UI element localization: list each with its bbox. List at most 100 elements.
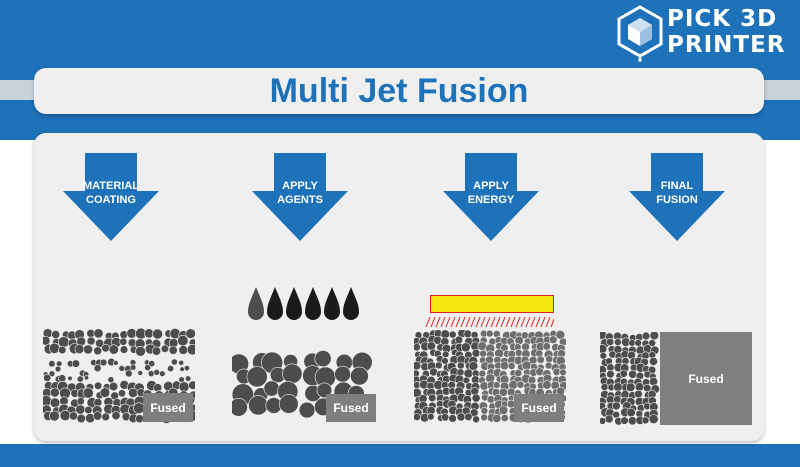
heat-ray (425, 316, 431, 328)
powder-particle (248, 395, 269, 416)
fused-region: Fused (326, 394, 376, 422)
powder-particle (49, 410, 60, 422)
powder-particle (179, 366, 185, 372)
powder-particle (84, 405, 93, 415)
heat-ray (535, 316, 541, 328)
powder-particle (619, 369, 628, 378)
powder-bed (600, 332, 660, 425)
header-band (0, 0, 800, 80)
powder-particle (648, 414, 659, 424)
powder-particle (536, 355, 545, 364)
powder-particle (83, 344, 93, 355)
powder-particle (542, 342, 551, 351)
powder-particle (232, 398, 248, 417)
powder-particle (58, 345, 67, 355)
powder-particle (634, 382, 645, 392)
powder-particle (628, 339, 636, 347)
powder-particle (463, 330, 472, 339)
powder-particle (448, 414, 457, 423)
powder-particle (93, 364, 102, 373)
powder-particle (178, 345, 189, 355)
powder-particle (135, 345, 146, 357)
powder-particle (648, 339, 657, 347)
fused-region: Fused (660, 332, 752, 425)
brand-logo: PICK 3D PRINTER (615, 4, 795, 62)
powder-particle (118, 365, 126, 372)
powder-particle (627, 416, 637, 425)
step-label: APPLY ENERGY (467, 180, 515, 206)
powder-particle (606, 338, 615, 347)
drop-icon (286, 287, 302, 320)
powder-particle (147, 370, 155, 377)
heat-ray (470, 316, 476, 328)
powder-particle (477, 341, 487, 351)
powder-particle (480, 407, 489, 415)
powder-particle (168, 345, 178, 355)
powder-particle (111, 411, 121, 421)
heat-ray (430, 316, 436, 328)
powder-particle (414, 413, 421, 421)
powder-particle (427, 412, 435, 421)
powder-particle (99, 387, 111, 398)
powder-particle (137, 370, 143, 376)
heat-rays (425, 316, 554, 328)
step-label: APPLY AGENTS (277, 180, 323, 206)
heat-ray (450, 316, 456, 328)
powder-particle (82, 387, 94, 399)
powder-particle (125, 369, 133, 378)
powder-particle (119, 337, 128, 346)
powder-particle (559, 368, 566, 377)
powder-particle (350, 366, 369, 386)
stage-apply-energy: Fused (414, 290, 566, 425)
powder-particle (625, 382, 636, 392)
powder-particle (86, 336, 96, 346)
step-label: MATERIAL COATING (82, 180, 139, 206)
powder-particle (48, 370, 56, 378)
powder-particle (314, 350, 332, 368)
powder-particle (549, 335, 558, 344)
powder-particle (48, 360, 56, 368)
powder-particle (498, 405, 509, 415)
heat-ray (495, 316, 501, 328)
powder-particle (113, 360, 119, 366)
powder-particle (414, 343, 421, 352)
heat-ray (550, 318, 554, 328)
powder-particle (188, 380, 195, 390)
powder-particle (521, 360, 532, 371)
powder-particle (159, 370, 166, 377)
step-label: FINAL FUSION (656, 180, 698, 206)
powder-particle (500, 361, 510, 371)
powder-particle (316, 382, 333, 398)
powder-particle (128, 387, 139, 398)
powder-particle (177, 335, 189, 347)
powder-particle (67, 375, 73, 382)
heat-ray (505, 316, 511, 328)
powder-particle (75, 404, 86, 415)
powder-particle (472, 415, 480, 424)
powder-particle (628, 369, 637, 379)
powder-particle (278, 394, 299, 414)
powder-particle (151, 346, 161, 356)
powder-particle (479, 349, 487, 358)
powder-particle (611, 401, 621, 411)
powder-particle (108, 381, 119, 392)
powder-particle (76, 375, 84, 383)
powder-particle (613, 338, 622, 346)
powder-particle (454, 335, 464, 345)
powder-particle (101, 344, 110, 353)
powder-particle (620, 416, 629, 425)
powder-particle (92, 411, 103, 421)
fused-region: Fused (143, 393, 193, 422)
powder-particle (606, 369, 615, 379)
powder-particle (649, 332, 659, 341)
powder-particle (456, 412, 466, 422)
powder-particle (492, 381, 501, 389)
powder-particle (298, 401, 316, 419)
powder-particle (170, 358, 178, 366)
powder-particle (441, 357, 449, 365)
title-card: Multi Jet Fusion (34, 68, 764, 114)
fused-region: Fused (514, 394, 564, 422)
drop-icon (267, 287, 283, 320)
powder-particle (93, 328, 104, 339)
stage-final-fusion: Fused (600, 332, 752, 425)
